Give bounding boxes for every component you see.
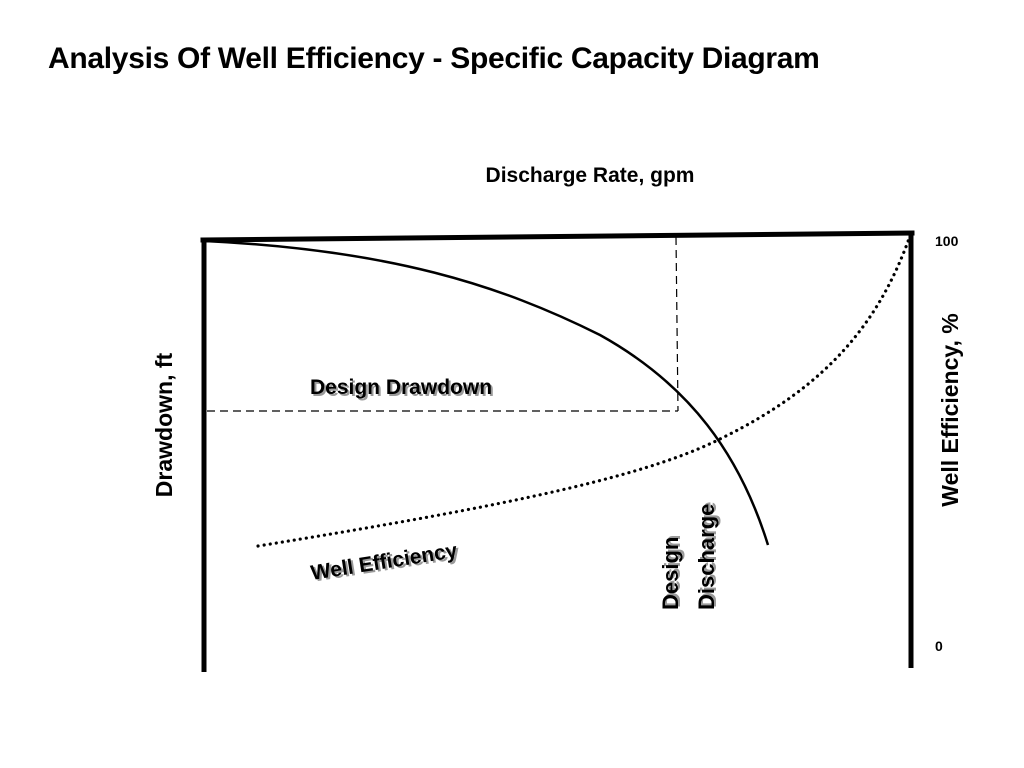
design-discharge-guide-line bbox=[675, 236, 679, 412]
top-axis-label: Discharge Rate, gpm bbox=[486, 164, 695, 187]
design-discharge-line1: Design bbox=[658, 537, 683, 610]
design-discharge-annotation: Design Design Discharge Discharge bbox=[658, 502, 721, 610]
left-axis-label: Drawdown, ft bbox=[151, 352, 177, 497]
design-drawdown-shadow: Design Drawdown bbox=[312, 378, 494, 401]
design-discharge-line2: Discharge bbox=[694, 504, 719, 610]
slide-title: Analysis Of Well Efficiency - Specific C… bbox=[48, 42, 820, 75]
design-discharge-line1-shadow: Design bbox=[660, 535, 685, 608]
right-axis-tick-0: 0 bbox=[935, 638, 943, 654]
drawdown-curve bbox=[204, 239, 770, 546]
well-efficiency-curve bbox=[256, 234, 912, 548]
design-drawdown-annotation: Design Drawdown Design Drawdown bbox=[310, 376, 494, 401]
right-axis-label: Well Efficiency, % bbox=[937, 313, 963, 506]
well-efficiency-annotation: Well Efficiency Well Efficiency bbox=[309, 539, 461, 587]
top-axis bbox=[200, 230, 915, 243]
right-axis-tick-100: 100 bbox=[935, 233, 959, 249]
well-efficiency-label: Well Efficiency bbox=[309, 539, 459, 585]
design-drawdown-label: Design Drawdown bbox=[310, 376, 492, 399]
design-discharge-line2-shadow: Discharge bbox=[696, 502, 721, 608]
